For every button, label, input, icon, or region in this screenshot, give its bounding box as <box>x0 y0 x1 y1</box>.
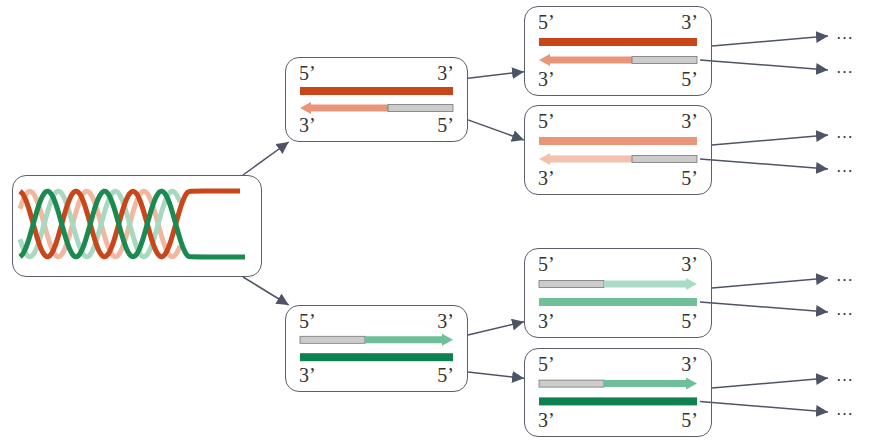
strand-pair <box>300 334 453 361</box>
strand-pair <box>539 378 697 406</box>
new-strand <box>539 54 632 66</box>
template-strand <box>539 38 697 46</box>
continuation-arrow <box>712 135 828 145</box>
strand-end-label: 3’ <box>437 63 454 83</box>
continuation-label: … <box>836 25 853 42</box>
strand-end-label: 5’ <box>681 69 698 89</box>
strand-box: 5’ 3’ 3’ 5’ <box>524 6 712 96</box>
replication-arrow <box>243 142 289 175</box>
template-strand <box>300 87 453 95</box>
strand-end-label: 5’ <box>437 365 454 385</box>
continuation-arrow <box>712 278 828 288</box>
strand-end-label: 3’ <box>299 115 316 135</box>
template-strand <box>539 397 697 405</box>
replication-arrow <box>468 72 524 79</box>
strand-end-label: 3’ <box>538 311 555 331</box>
continuation-label: … <box>836 59 853 76</box>
strand-pair <box>539 137 697 165</box>
strand-pair <box>539 278 697 306</box>
illustration <box>20 36 828 412</box>
strand-end-label: 5’ <box>538 254 555 274</box>
strand-box: 5’ 3’ 3’ 5’ <box>285 57 468 142</box>
strand-end-label: 3’ <box>299 365 316 385</box>
strand-end-label: 5’ <box>538 111 555 131</box>
continuation-arrow <box>700 159 828 169</box>
new-strand <box>539 153 632 165</box>
strand-end-label: 3’ <box>681 254 698 274</box>
replication-arrow <box>243 277 289 305</box>
strand-box: 5’ 3’ 3’ 5’ <box>524 105 712 195</box>
strand-pair <box>539 38 697 66</box>
replication-arrow <box>468 322 524 335</box>
continuation-arrow <box>712 36 828 46</box>
continuation-label: … <box>836 267 853 284</box>
template-strand <box>539 298 697 306</box>
continuation-arrow <box>700 302 828 312</box>
continuation-label: … <box>836 158 853 175</box>
continuation-label: … <box>836 367 853 384</box>
template-strand <box>300 353 453 361</box>
strand-end-label: 3’ <box>681 354 698 374</box>
strand-end-label: 3’ <box>538 69 555 89</box>
new-strand <box>300 102 388 114</box>
replication-arrow <box>468 372 524 378</box>
strand-end-label: 5’ <box>681 311 698 331</box>
new-strand <box>365 334 453 346</box>
primer <box>539 281 604 288</box>
strand-end-label: 3’ <box>437 311 454 331</box>
strand-end-label: 5’ <box>299 311 316 331</box>
strand-box: 5’ 3’ 3’ 5’ <box>285 305 468 392</box>
helix-box <box>12 175 262 277</box>
primer <box>632 156 697 163</box>
strand-end-label: 3’ <box>538 410 555 430</box>
new-strand <box>604 278 697 290</box>
dna-strand <box>20 191 245 257</box>
continuation-arrow <box>700 401 828 412</box>
strand-end-label: 5’ <box>538 12 555 32</box>
strand-end-label: 5’ <box>681 168 698 188</box>
strand-box: 5’ 3’ 3’ 5’ <box>524 348 712 437</box>
new-strand <box>604 378 697 390</box>
strand-end-label: 3’ <box>538 168 555 188</box>
primer <box>300 336 365 343</box>
continuation-arrow <box>700 60 828 70</box>
template-strand <box>539 137 697 145</box>
strand-end-label: 5’ <box>538 354 555 374</box>
primer <box>632 57 697 64</box>
strand-end-label: 3’ <box>681 12 698 32</box>
strand-box: 5’ 3’ 3’ 5’ <box>524 248 712 338</box>
replication-arrow <box>468 120 524 140</box>
strand-pair <box>300 87 453 114</box>
continuation-label: … <box>836 301 853 318</box>
strand-end-label: 5’ <box>437 115 454 135</box>
strand-end-label: 3’ <box>681 111 698 131</box>
strand-end-label: 5’ <box>681 410 698 430</box>
primer <box>388 105 453 112</box>
continuation-arrow <box>712 378 828 388</box>
strand-end-label: 5’ <box>299 63 316 83</box>
primer <box>539 380 604 387</box>
continuation-label: … <box>836 124 853 141</box>
continuation-label: … <box>836 401 853 418</box>
